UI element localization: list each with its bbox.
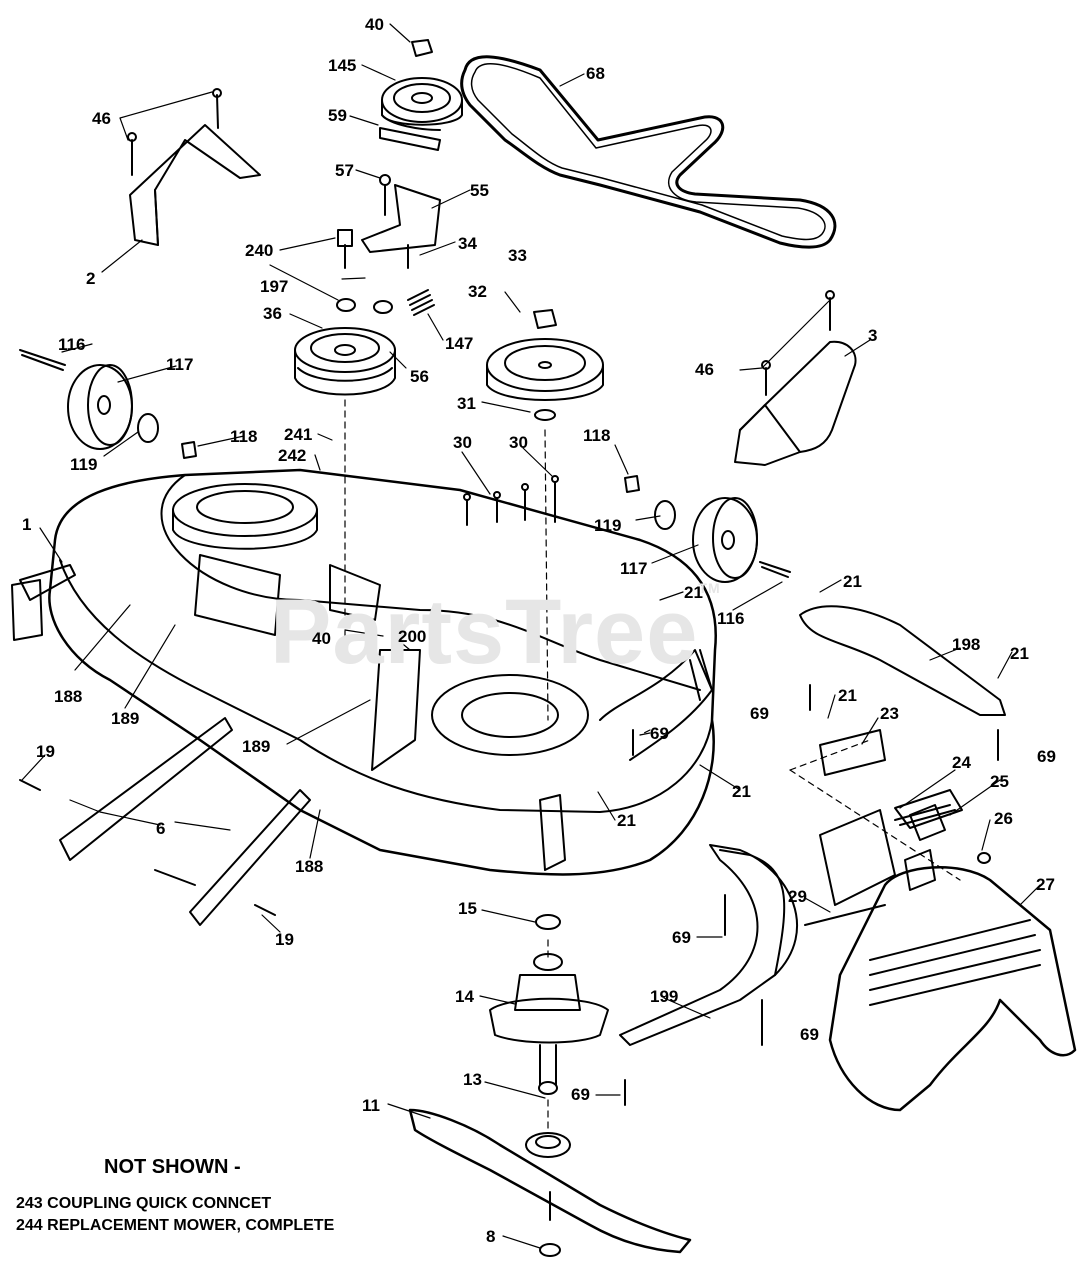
discharge-chute [804, 729, 1077, 1112]
callout-30-b: 30 [509, 433, 528, 452]
callout-189: 189 [111, 709, 140, 728]
callout-188: 188 [54, 687, 83, 706]
callout-119-right: 119 [594, 516, 622, 535]
callout-116: 116 [58, 335, 86, 354]
callout-198: 198 [952, 635, 981, 654]
callout-21-e: 21 [732, 782, 751, 801]
callout-11: 11 [362, 1096, 380, 1115]
gauge-wheel-left [19, 349, 197, 459]
deck-links [19, 717, 311, 926]
callout-242: 242 [278, 446, 307, 465]
belt-drive [460, 55, 837, 249]
callout-119: 119 [70, 455, 98, 474]
callout-68: 68 [586, 64, 605, 83]
callout-21-d: 21 [838, 686, 857, 705]
belt-cover-left [127, 88, 261, 246]
callout-118-right: 118 [583, 426, 611, 445]
callout-69-d: 69 [672, 928, 691, 947]
callout-40: 40 [365, 15, 384, 34]
callout-6: 6 [156, 819, 166, 838]
callout-69-f: 69 [571, 1085, 590, 1104]
callout-27: 27 [1036, 875, 1055, 894]
blade-assembly [408, 1108, 692, 1257]
callout-118: 118 [230, 427, 258, 446]
callout-56: 56 [410, 367, 429, 386]
callout-32: 32 [468, 282, 487, 301]
callout-40-deck: 40 [312, 629, 331, 648]
bolts-69 [624, 684, 999, 1106]
callout-240: 240 [245, 241, 274, 260]
callout-13: 13 [463, 1070, 482, 1089]
callout-59: 59 [328, 106, 347, 125]
callout-147: 147 [445, 334, 474, 353]
callout-21-b: 21 [843, 572, 862, 591]
not-shown-item: 243 COUPLING QUICK CONNCET [16, 1195, 272, 1212]
callout-189-b: 189 [242, 737, 271, 756]
callout-34: 34 [458, 234, 477, 253]
callout-199: 199 [650, 987, 679, 1006]
deck-bolts [463, 475, 559, 526]
idler-pulley-assembly [379, 39, 463, 151]
callout-57: 57 [335, 161, 354, 180]
blade-guards [619, 605, 1006, 1046]
callout-46: 46 [92, 109, 111, 128]
callout-8: 8 [486, 1227, 496, 1246]
callout-117-right: 117 [620, 559, 648, 578]
callout-116-right: 116 [717, 609, 745, 628]
callout-188-b: 188 [295, 857, 324, 876]
not-shown-notes: NOT SHOWN - 243 COUPLING QUICK CONNCET 2… [16, 1156, 334, 1237]
belt-cover-right [734, 290, 857, 466]
callout-36: 36 [263, 304, 282, 323]
callout-46-right: 46 [695, 360, 714, 379]
callout-69-e: 69 [800, 1025, 819, 1044]
callout-2: 2 [86, 269, 96, 288]
callout-117: 117 [166, 355, 194, 374]
callout-69: 69 [750, 704, 769, 723]
callout-197: 197 [260, 277, 289, 296]
leader-lines [21, 23, 1041, 1249]
callout-23: 23 [880, 704, 899, 723]
alignment-lines [344, 399, 961, 1131]
callout-145: 145 [328, 56, 357, 75]
callout-21: 21 [684, 583, 703, 602]
callout-25: 25 [990, 772, 1009, 791]
callout-69-c: 69 [1037, 747, 1056, 766]
callout-1: 1 [22, 515, 32, 534]
callout-31: 31 [457, 394, 476, 413]
idler-spring [336, 289, 435, 316]
callout-15: 15 [458, 899, 477, 918]
callout-200: 200 [398, 627, 427, 646]
callout-55: 55 [470, 181, 489, 200]
callout-3: 3 [868, 326, 878, 345]
callout-19: 19 [36, 742, 55, 761]
deck-pulley-right [486, 309, 604, 421]
callout-21-c: 21 [1010, 644, 1029, 663]
callout-26: 26 [994, 809, 1013, 828]
callout-33: 33 [508, 246, 527, 265]
not-shown-item: 244 REPLACEMENT MOWER, COMPLETE [16, 1217, 335, 1234]
idler-arm-bracket [361, 174, 441, 269]
callout-241: 241 [284, 425, 313, 444]
callout-21-f: 21 [617, 811, 636, 830]
not-shown-title: NOT SHOWN - [104, 1156, 241, 1178]
spindle-assembly [489, 914, 609, 1095]
watermark: PartsTreeTM [270, 580, 721, 683]
callout-14: 14 [455, 987, 474, 1006]
callout-29: 29 [788, 887, 807, 906]
callout-30: 30 [453, 433, 472, 452]
callout-69-b: 69 [650, 724, 669, 743]
callout-19-b: 19 [275, 930, 294, 949]
mower-deck [11, 468, 717, 876]
callout-24: 24 [952, 753, 971, 772]
gauge-wheel-right [624, 475, 791, 583]
deck-pulley-left [294, 229, 396, 396]
